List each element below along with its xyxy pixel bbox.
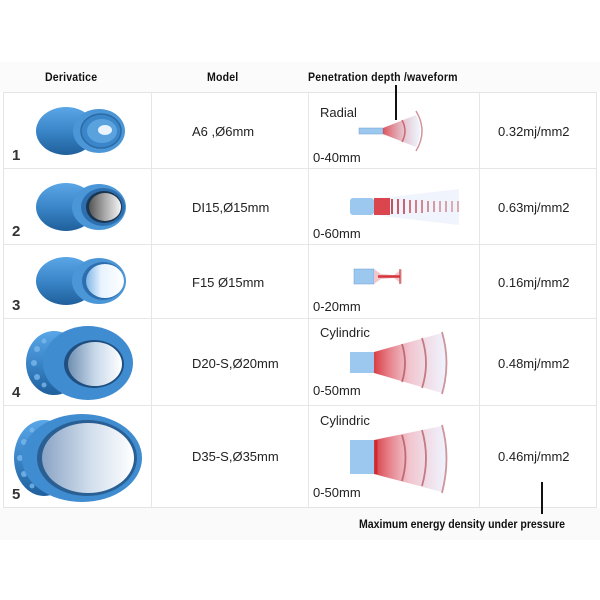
- column-divider: [151, 93, 152, 507]
- cylindric-wave-icon: [350, 331, 448, 395]
- row-number: 5: [12, 486, 21, 503]
- model-name: F15 Ø15mm: [192, 275, 265, 290]
- energy-density: 0.46mj/mm2: [498, 449, 570, 464]
- depth-range: 0-50mm: [313, 485, 361, 500]
- depth-range: 0-40mm: [313, 150, 361, 165]
- table-row: 2 DI15,Ø15mm 0-60mm 0.63mj/mm2: [4, 169, 596, 245]
- energy-density: 0.63mj/mm2: [498, 200, 570, 215]
- model-name: D35-S,Ø35mm: [192, 449, 279, 464]
- energy-density: 0.32mj/mm2: [498, 124, 570, 139]
- depth-range: 0-20mm: [313, 299, 361, 314]
- model-name: A6 ,Ø6mm: [192, 124, 255, 139]
- waveform-pointer-line: [395, 85, 397, 120]
- model-name: DI15,Ø15mm: [192, 200, 270, 215]
- table-row: 5 D35-S,Ø35mm Cylindric 0-50mm 0.46mj/mm…: [4, 406, 596, 507]
- wave-type: Cylindric: [320, 413, 370, 428]
- header-waveform: Penetration depth /waveform: [308, 70, 458, 84]
- large-ribbed-applicator-icon: [14, 414, 142, 502]
- table-row: 3 F15 Ø15mm 0-20mm 0.16mj/mm2: [4, 245, 596, 319]
- row-number: 4: [12, 384, 21, 401]
- focused-long-wave-icon: [350, 189, 459, 225]
- row-number: 3: [12, 297, 21, 314]
- row-number: 1: [12, 147, 21, 164]
- focused-short-wave-icon: [353, 268, 402, 285]
- row-number: 2: [12, 223, 21, 240]
- applicator-table: 1 A6 ,Ø6mm Radial 0-40mm 0.32mj/mm2: [3, 92, 597, 508]
- table-row: 4 D20-S,Ø20mm Cylindric 0-50mm 0.48mj/mm…: [4, 319, 596, 406]
- header-derivative: Derivatice: [45, 70, 98, 84]
- header-model: Model: [207, 70, 239, 84]
- column-divider: [479, 93, 480, 507]
- column-divider: [308, 93, 309, 507]
- energy-density: 0.48mj/mm2: [498, 356, 570, 371]
- wave-type: Radial: [320, 105, 357, 120]
- energy-pointer-line: [541, 482, 543, 514]
- cylindric-wave-icon: [350, 424, 448, 494]
- white-lens-applicator-icon: [36, 257, 126, 305]
- radial-wave-icon: [358, 110, 423, 152]
- wave-type: Cylindric: [320, 325, 370, 340]
- model-name: D20-S,Ø20mm: [192, 356, 279, 371]
- energy-footnote: Maximum energy density under pressure: [359, 517, 565, 531]
- medium-ribbed-applicator-icon: [26, 326, 133, 400]
- footer-band: [0, 508, 600, 540]
- table-row: 1 A6 ,Ø6mm Radial 0-40mm 0.32mj/mm2: [4, 93, 596, 169]
- header-band: [0, 62, 600, 92]
- metal-lens-applicator-icon: [36, 183, 126, 231]
- energy-density: 0.16mj/mm2: [498, 275, 570, 290]
- depth-range: 0-50mm: [313, 383, 361, 398]
- small-tip-applicator-icon: [36, 107, 125, 155]
- depth-range: 0-60mm: [313, 226, 361, 241]
